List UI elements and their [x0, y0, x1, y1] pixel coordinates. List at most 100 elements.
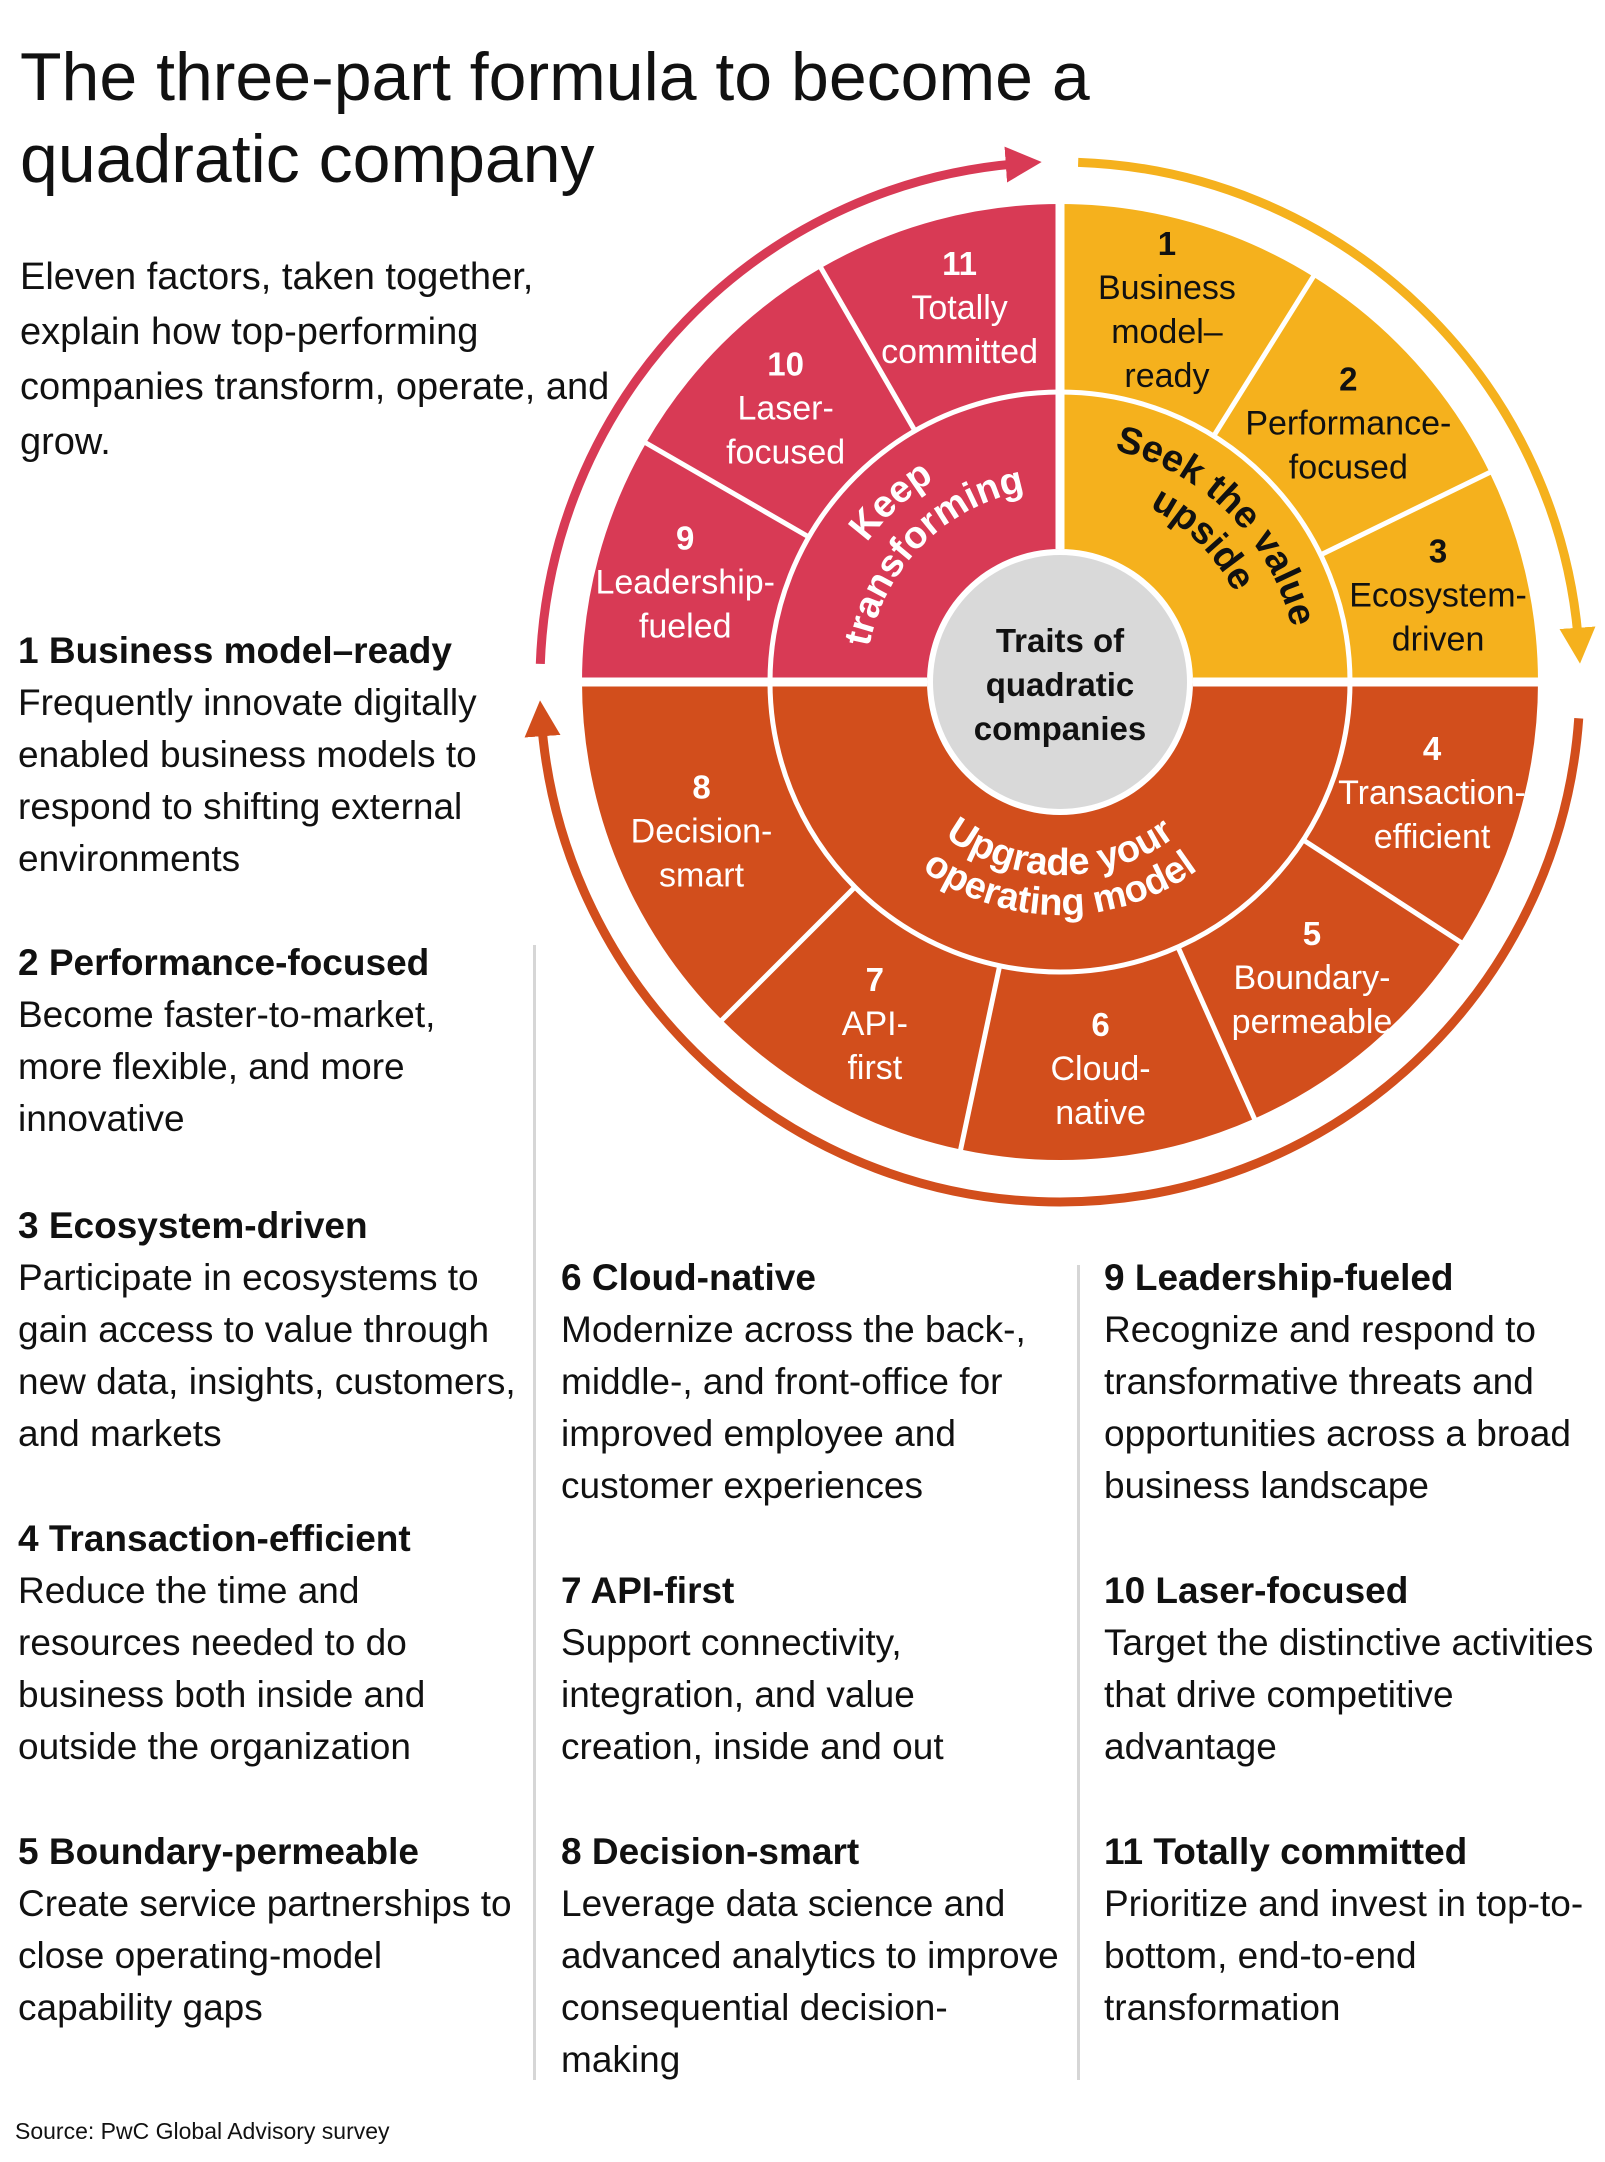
segment-label-line: API-	[842, 1005, 908, 1043]
segment-label-line: Cloud-	[1050, 1050, 1150, 1088]
factor-11-description: Prioritize and invest in top-to-bottom, …	[1104, 1883, 1584, 2028]
segment-11	[821, 204, 1060, 431]
segment-number: 7	[866, 961, 884, 998]
segment-label-line: smart	[659, 856, 745, 894]
segment-label-line: fueled	[639, 608, 732, 646]
segment-number: 5	[1303, 915, 1321, 952]
segment-1	[1060, 204, 1314, 437]
factor-9-description: Recognize and respond to transformative …	[1104, 1309, 1571, 1506]
segment-number: 4	[1423, 730, 1442, 767]
segment-divider-2	[1211, 273, 1317, 438]
factor-11: 11 Totally committed Prioritize and inve…	[1104, 1826, 1604, 2034]
segment-8	[582, 682, 855, 1020]
page-title: The three-part formula to become a quadr…	[20, 39, 1090, 197]
segment-number: 8	[692, 768, 710, 805]
segment-label-line: committed	[881, 333, 1038, 371]
center-label-line: companies	[974, 710, 1146, 747]
segment-label-line: Performance-	[1245, 404, 1451, 442]
segment-divider-3	[1319, 469, 1493, 558]
segment-label-line: driven	[1392, 621, 1485, 659]
segment-label-line: first	[847, 1049, 902, 1087]
segment-label-line: Leadership-	[595, 564, 775, 602]
group-band-3	[770, 392, 1060, 682]
factor-9-heading: 9 Leadership-fueled	[1104, 1257, 1454, 1298]
factor-2-heading: 2 Performance-focused	[18, 942, 430, 983]
intro-text: Eleven factors, taken together, explain …	[20, 256, 610, 463]
factor-3-heading: 3 Ecosystem-driven	[18, 1205, 368, 1246]
segment-number: 11	[942, 245, 977, 282]
segment-label-line: Laser-	[737, 390, 833, 428]
segment-number: 2	[1339, 360, 1357, 397]
segment-label-line: model–	[1111, 313, 1223, 351]
factor-5: 5 Boundary-permeable Create service part…	[18, 1826, 518, 2034]
center-circle	[933, 555, 1187, 809]
segment-label-line: Ecosystem-	[1349, 577, 1527, 615]
group-band-2	[770, 682, 1350, 972]
segment-label-line: Transaction-	[1338, 774, 1526, 812]
segment-label-line: permeable	[1232, 1003, 1393, 1041]
segment-10	[646, 268, 915, 537]
cycle-arrow-2	[524, 700, 1584, 1207]
segment-label-line: focused	[1289, 448, 1408, 486]
segment-9	[582, 443, 809, 682]
segment-divider-7	[957, 965, 1003, 1153]
factor-1-description: Frequently innovate digitally enabled bu…	[18, 682, 477, 879]
segment-3	[1320, 472, 1538, 682]
segment-label-line: Totally	[911, 289, 1007, 327]
segment-5	[1177, 839, 1461, 1119]
factor-8-heading: 8 Decision-smart	[561, 1831, 860, 1872]
factor-5-description: Create service partnerships to close ope…	[18, 1883, 512, 2028]
column-divider-left	[533, 945, 536, 2080]
factor-8: 8 Decision-smart Leverage data science a…	[561, 1826, 1061, 2086]
segment-number: 10	[767, 346, 804, 383]
factor-6-description: Modernize across the back-, middle-, and…	[561, 1309, 1026, 1506]
factor-1: 1 Business model–ready Frequently innova…	[18, 625, 518, 885]
segment-label-line: Boundary-	[1234, 959, 1391, 997]
factor-10-heading: 10 Laser-focused	[1104, 1570, 1409, 1611]
factor-3-description: Participate in ecosystems to gain access…	[18, 1257, 516, 1454]
segment-label-line: ready	[1124, 357, 1209, 395]
factor-2-description: Become faster-to-market, more flexible, …	[18, 994, 436, 1139]
cycle-arrow-3	[535, 146, 1042, 665]
segment-number: 3	[1429, 533, 1447, 570]
segment-label-line: focused	[726, 434, 845, 472]
segment-label-line: native	[1055, 1094, 1146, 1132]
factor-7: 7 API-first Support connectivity, integr…	[561, 1565, 1061, 1773]
factor-7-heading: 7 API-first	[561, 1570, 735, 1611]
segment-divider-8	[718, 885, 857, 1024]
factor-10: 10 Laser-focused Target the distinctive …	[1104, 1565, 1604, 1773]
segment-divider-11	[817, 265, 918, 433]
segment-label-line: Business	[1098, 269, 1236, 307]
column-divider-right	[1077, 1265, 1080, 2080]
segment-number: 9	[676, 520, 694, 557]
segment-number: 6	[1091, 1006, 1109, 1043]
factor-5-heading: 5 Boundary-permeable	[18, 1831, 419, 1872]
segment-divider-10	[643, 439, 811, 540]
cycle-arrow-1	[1077, 157, 1596, 664]
band-divider-ring	[767, 389, 1353, 975]
source-note: Source: PwC Global Advisory survey	[15, 2118, 390, 2144]
factor-10-description: Target the distinctive activities that d…	[1104, 1622, 1594, 1767]
factor-11-heading: 11 Totally committed	[1104, 1831, 1468, 1872]
factor-4-description: Reduce the time and resources needed to …	[18, 1570, 426, 1767]
segment-6	[960, 946, 1255, 1160]
factor-3: 3 Ecosystem-driven Participate in ecosys…	[18, 1200, 518, 1460]
factor-6: 6 Cloud-native Modernize across the back…	[561, 1252, 1061, 1512]
factor-8-description: Leverage data science and advanced analy…	[561, 1883, 1059, 2080]
factor-4: 4 Transaction-efficient Reduce the time …	[18, 1513, 518, 1773]
segment-divider-6	[1175, 945, 1258, 1122]
factor-9: 9 Leadership-fueled Recognize and respon…	[1104, 1252, 1604, 1512]
center-label-line: quadratic	[986, 666, 1135, 703]
segment-divider-5	[1301, 837, 1464, 946]
segment-label-line: efficient	[1374, 818, 1491, 856]
factor-1-heading: 1 Business model–ready	[18, 630, 452, 671]
factor-2: 2 Performance-focused Become faster-to-m…	[18, 937, 518, 1145]
group-band-1	[1060, 392, 1350, 682]
segment-number: 1	[1158, 225, 1176, 262]
segment-2	[1213, 276, 1490, 555]
segment-label-line: Decision-	[631, 812, 773, 850]
center-label-line: Traits of	[996, 622, 1125, 659]
factor-7-description: Support connectivity, integration, and v…	[561, 1622, 944, 1767]
factor-6-heading: 6 Cloud-native	[561, 1257, 816, 1298]
